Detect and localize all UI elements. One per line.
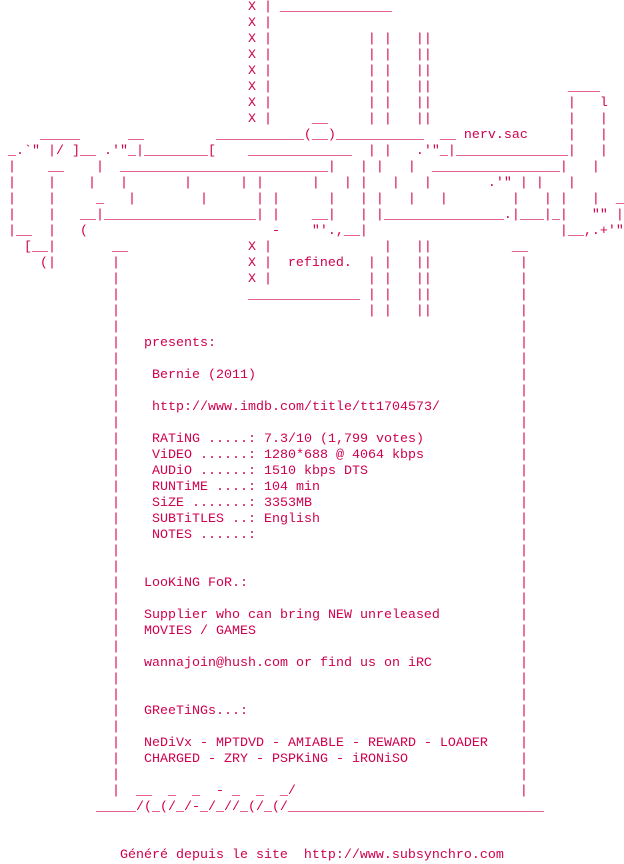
spec-rating: RATiNG .....: 7.3/10 (1,799 votes) (152, 432, 424, 447)
box-right-border: | (520, 608, 528, 623)
box-right-border: | (520, 768, 528, 783)
ascii-art-line: X | | | || (0, 64, 432, 79)
box-right-border: | (520, 624, 528, 639)
ascii-art-line: _____ __ ___________(__)___________ __ n… (0, 128, 608, 143)
box-left-border: | (112, 464, 120, 479)
box-right-border: | (520, 432, 528, 447)
greetings-label: GReeTiNGs...: (144, 704, 248, 719)
box-right-border: | (520, 576, 528, 591)
box-left-border: | (112, 448, 120, 463)
looking-for-line: Supplier who can bring NEW unreleased (144, 608, 440, 623)
ascii-art-line: X | | | || (0, 32, 432, 47)
ascii-art-line: X | (0, 16, 272, 31)
box-left-border: | (112, 640, 120, 655)
box-right-border: | (520, 640, 528, 655)
ascii-art-footer-line: _____/(_(/_/-_/_//_(/_(/________________… (0, 800, 544, 815)
ascii-art-line: | X | | | || | (0, 272, 528, 287)
box-left-border: | (112, 512, 120, 527)
box-left-border: | (112, 320, 120, 335)
box-left-border: | (112, 752, 120, 767)
box-right-border: | (520, 480, 528, 495)
box-right-border: | (520, 528, 528, 543)
ascii-art-line: | | __|___________________| | __| | |___… (0, 208, 624, 223)
box-right-border: | (520, 352, 528, 367)
box-right-border: | (520, 512, 528, 527)
ascii-art-line: X | | | || ____ (0, 80, 600, 95)
box-left-border: | (112, 720, 120, 735)
imdb-link[interactable]: http://www.imdb.com/title/tt1704573/ (152, 400, 440, 415)
box-left-border: | (112, 736, 120, 751)
box-left-border: | (112, 416, 120, 431)
box-right-border: | (520, 688, 528, 703)
box-right-border: | (520, 368, 528, 383)
spec-audio: AUDiO ......: 1510 kbps DTS (152, 464, 368, 479)
spec-notes: NOTES ......: (152, 528, 256, 543)
generated-by-footer: Généré depuis le site http://www.subsync… (0, 848, 504, 863)
box-left-border: | (112, 336, 120, 351)
ascii-art-line: |__ | ( - "'.,__| |__,.+'" (0, 224, 624, 239)
ascii-art-line: | | | || | (0, 304, 528, 319)
ascii-art-line: | ______________ | | || | (0, 288, 528, 303)
box-right-border: | (520, 560, 528, 575)
ascii-art-line: | | _ | | | | | | | | | | | | | __ (0, 192, 624, 207)
ascii-art-footer-line: | __ _ _ - _ _ _/ | (0, 784, 528, 799)
box-right-border: | (520, 448, 528, 463)
contact-line: wannajoin@hush.com or find us on iRC (144, 656, 432, 671)
box-left-border: | (112, 656, 120, 671)
box-left-border: | (112, 384, 120, 399)
spec-runtime: RUNTiME ....: 104 min (152, 480, 320, 495)
ascii-art-line: X | ______________ (0, 0, 392, 15)
box-left-border: | (112, 704, 120, 719)
box-right-border: | (520, 672, 528, 687)
box-left-border: | (112, 544, 120, 559)
presents-label: presents: (144, 336, 216, 351)
box-left-border: | (112, 768, 120, 783)
box-left-border: | (112, 560, 120, 575)
box-left-border: | (112, 608, 120, 623)
looking-for-label: LooKiNG FoR.: (144, 576, 248, 591)
box-left-border: | (112, 496, 120, 511)
box-left-border: | (112, 592, 120, 607)
box-right-border: | (520, 320, 528, 335)
ascii-art-line: | | | | | | | | | | | | .'" | | | (0, 176, 576, 191)
box-right-border: | (520, 656, 528, 671)
box-left-border: | (112, 688, 120, 703)
box-right-border: | (520, 720, 528, 735)
box-right-border: | (520, 336, 528, 351)
spec-size: SiZE .......: 3353MB (152, 496, 312, 511)
box-right-border: | (520, 464, 528, 479)
release-title: Bernie (2011) (152, 368, 256, 383)
ascii-art-line: _.`" |/ ]__ .'"_|________[ _____________… (0, 144, 608, 159)
box-left-border: | (112, 528, 120, 543)
box-right-border: | (520, 544, 528, 559)
box-left-border: | (112, 576, 120, 591)
box-left-border: | (112, 672, 120, 687)
greetings-line: CHARGED - ZRY - PSPKiNG - iRONiSO (144, 752, 408, 767)
box-right-border: | (520, 416, 528, 431)
ascii-art-line: X | __ | | || | | (0, 112, 608, 127)
box-right-border: | (520, 384, 528, 399)
box-left-border: | (112, 368, 120, 383)
box-left-border: | (112, 400, 120, 415)
box-left-border: | (112, 432, 120, 447)
box-right-border: | (520, 752, 528, 767)
looking-for-line: MOVIES / GAMES (144, 624, 256, 639)
greetings-line: NeDiVx - MPTDVD - AMIABLE - REWARD - LOA… (144, 736, 488, 751)
box-left-border: | (112, 480, 120, 495)
spec-subtitles: SUBTiTLES ..: English (152, 512, 320, 527)
ascii-art-line: X | | | || (0, 48, 432, 63)
box-left-border: | (112, 352, 120, 367)
box-right-border: | (520, 704, 528, 719)
ascii-art-line: | __ | __________________________| | | |… (0, 160, 600, 175)
box-right-border: | (520, 736, 528, 751)
ascii-art-line: X | | | || | l (0, 96, 608, 111)
ascii-art-line: [__| __ X | | || __ (0, 240, 528, 255)
box-right-border: | (520, 496, 528, 511)
ascii-art-line: (| | X | refined. | | || | (0, 256, 528, 271)
box-right-border: | (520, 400, 528, 415)
box-left-border: | (112, 624, 120, 639)
box-right-border: | (520, 592, 528, 607)
spec-video: ViDEO ......: 1280*688 @ 4064 kbps (152, 448, 424, 463)
